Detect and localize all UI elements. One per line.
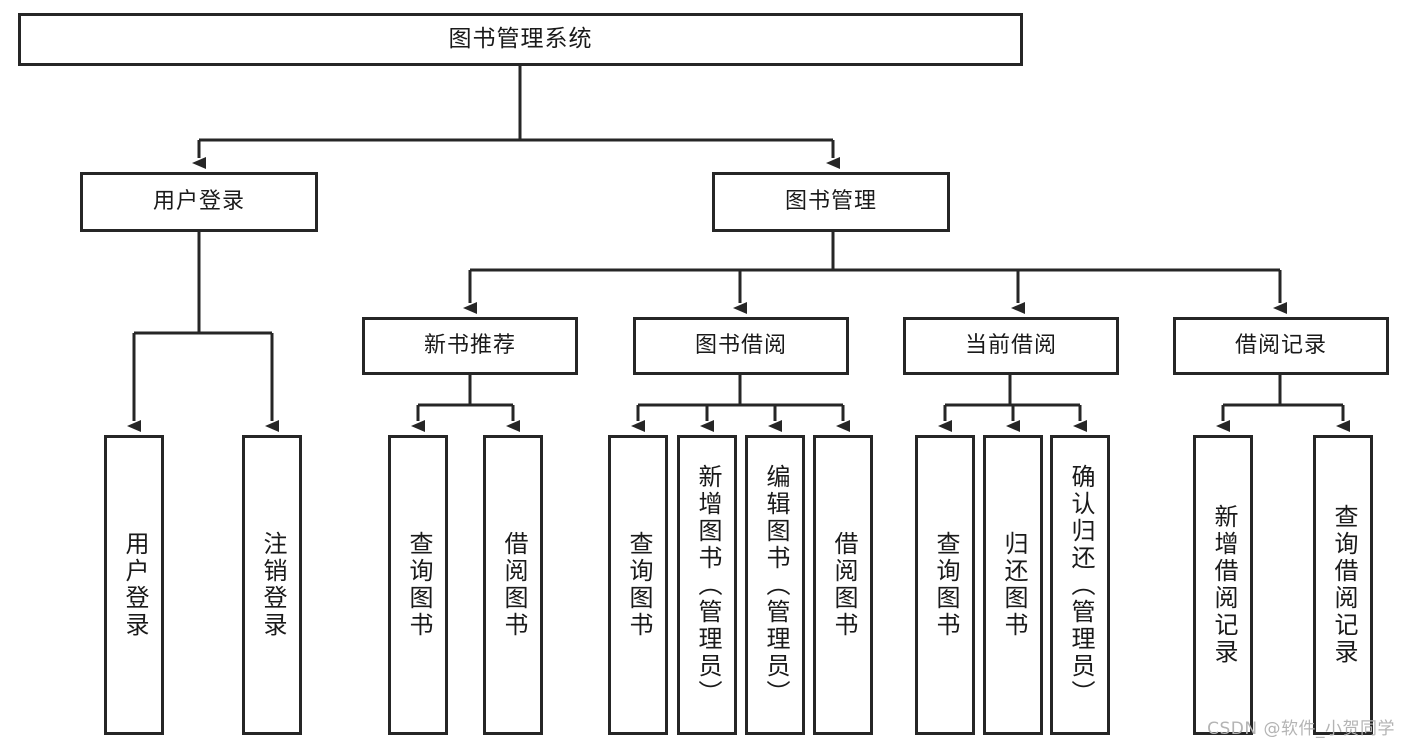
- node-label: 查询图书: [404, 531, 433, 639]
- node-label: 借阅记录: [1234, 333, 1327, 359]
- node-user-login[interactable]: 用户登录: [80, 172, 318, 232]
- node-current-borrow[interactable]: 当前借阅: [903, 317, 1119, 375]
- node-label: 新书推荐: [423, 333, 516, 359]
- node-book-management[interactable]: 图书管理: [712, 172, 950, 232]
- node-new-book-recommend[interactable]: 新书推荐: [362, 317, 578, 375]
- node-label: 新增图书（管理员）: [693, 463, 722, 707]
- node-label: 编辑图书（管理员）: [761, 463, 790, 707]
- node-label: 归还图书: [999, 531, 1028, 639]
- leaf-borrow-query-book[interactable]: 查询图书: [608, 435, 668, 735]
- leaf-current-confirm-return-admin[interactable]: 确认归还（管理员）: [1050, 435, 1110, 735]
- node-root-system[interactable]: 图书管理系统: [18, 13, 1023, 66]
- leaf-borrow-borrow-book[interactable]: 借阅图书: [813, 435, 873, 735]
- node-book-borrow[interactable]: 图书借阅: [633, 317, 849, 375]
- node-label: 图书借阅: [694, 333, 787, 359]
- node-label: 借阅图书: [829, 531, 858, 639]
- leaf-record-add-record[interactable]: 新增借阅记录: [1193, 435, 1253, 735]
- leaf-record-query-record[interactable]: 查询借阅记录: [1313, 435, 1373, 735]
- node-borrow-record[interactable]: 借阅记录: [1173, 317, 1389, 375]
- leaf-current-return-book[interactable]: 归还图书: [983, 435, 1043, 735]
- node-label: 当前借阅: [964, 333, 1057, 359]
- node-label: 查询借阅记录: [1329, 504, 1358, 666]
- node-label: 确认归还（管理员）: [1066, 463, 1095, 707]
- leaf-newbook-query-book[interactable]: 查询图书: [388, 435, 448, 735]
- node-label: 查询图书: [931, 531, 960, 639]
- node-label: 用户登录: [120, 531, 149, 639]
- leaf-borrow-edit-book-admin[interactable]: 编辑图书（管理员）: [745, 435, 805, 735]
- node-label: 查询图书: [624, 531, 653, 639]
- leaf-newbook-borrow-book[interactable]: 借阅图书: [483, 435, 543, 735]
- leaf-user-login[interactable]: 用户登录: [104, 435, 164, 735]
- node-label: 图书管理: [784, 189, 877, 215]
- node-label: 注销登录: [258, 531, 287, 639]
- node-label: 图书管理系统: [448, 26, 593, 53]
- leaf-logout-login[interactable]: 注销登录: [242, 435, 302, 735]
- node-label: 用户登录: [152, 189, 245, 215]
- node-label: 新增借阅记录: [1209, 504, 1238, 666]
- leaf-borrow-add-book-admin[interactable]: 新增图书（管理员）: [677, 435, 737, 735]
- node-label: 借阅图书: [499, 531, 528, 639]
- leaf-current-query-book[interactable]: 查询图书: [915, 435, 975, 735]
